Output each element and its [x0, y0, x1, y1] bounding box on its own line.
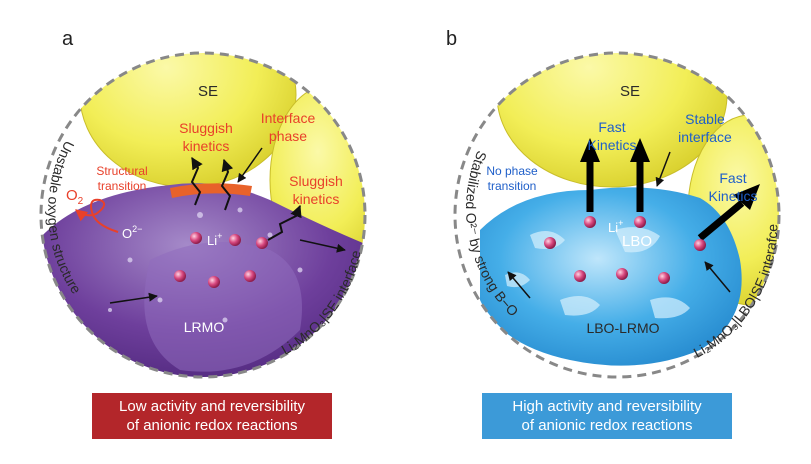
panel-a-letter: a: [62, 28, 74, 50]
fast-top-b-1: Fast: [598, 119, 625, 135]
oxygen-arrow-b: [507, 271, 531, 299]
se-particle-a: [79, 53, 297, 188]
oxygen-arrow-a: [109, 292, 158, 304]
li-ions-a: [174, 232, 268, 288]
lrmo-label: LRMO: [184, 319, 225, 335]
panel-b-letter: b: [446, 28, 457, 50]
interface-phase-arrow: [237, 147, 263, 183]
no-phase-label-1: No phase: [486, 164, 538, 178]
li-ion-label-a: Li+: [207, 231, 222, 248]
lrmo-dots: [108, 207, 303, 323]
se-label-b: SE: [620, 83, 640, 100]
stable-label-1: Stable: [685, 111, 725, 127]
interface-label-2: phase: [269, 128, 307, 144]
summary-box-b: High activity and reversibility of anion…: [482, 393, 732, 439]
fast-right-b-2: Kinetics: [708, 188, 757, 204]
sluggish-right-a-1: Sluggish: [289, 173, 343, 189]
summary-box-a: Low activity and reversibility of anioni…: [92, 393, 332, 439]
structural-label-2: transition: [98, 179, 147, 193]
stable-interface-arrow: [655, 151, 671, 187]
no-phase-label-2: transition: [488, 179, 537, 193]
oxygen-release-arrow: [75, 198, 119, 233]
summary-b-line-1: High activity and reversibility: [512, 398, 702, 415]
structural-label-1: Structural: [96, 164, 147, 178]
summary-b-line-2: of anionic redox reactions: [521, 417, 693, 434]
lbo-label: LBO: [622, 233, 652, 250]
summary-a-line-2: of anionic redox reactions: [126, 417, 298, 434]
oxide-ion-label-a: O2−: [122, 224, 142, 241]
interface-phase-layer: [170, 183, 252, 198]
sluggish-paths-a: [190, 156, 302, 241]
lbo-highlights: [505, 227, 690, 319]
sluggish-top-a-2: kinetics: [183, 138, 230, 154]
li-ions-b: [544, 216, 706, 284]
fast-arrowheads-b: [580, 138, 760, 210]
stable-label-2: interface: [678, 129, 732, 145]
lbo-lrmo-label: LBO-LRMO: [586, 320, 659, 336]
se-label-a: SE: [198, 83, 218, 100]
sluggish-right-a-2: kinetics: [293, 191, 340, 207]
sluggish-top-a-1: Sluggish: [179, 120, 233, 136]
panel-a-boundary: [39, 51, 367, 379]
interface-arrow-b: [704, 261, 731, 293]
se-particle-b: [496, 53, 728, 188]
o2-label: O2: [66, 187, 84, 207]
fast-right-b-1: Fast: [719, 170, 746, 186]
li-ion-label-b: Li+: [608, 218, 623, 235]
summary-a-line-1: Low activity and reversibility: [119, 398, 305, 415]
interface-label-1: Interface: [261, 110, 316, 126]
fast-arrows-b: [586, 160, 745, 241]
fast-top-b-2: Kinetics: [587, 137, 636, 153]
interface-arrow-a: [299, 239, 346, 253]
panel-b-boundary: [453, 51, 781, 379]
